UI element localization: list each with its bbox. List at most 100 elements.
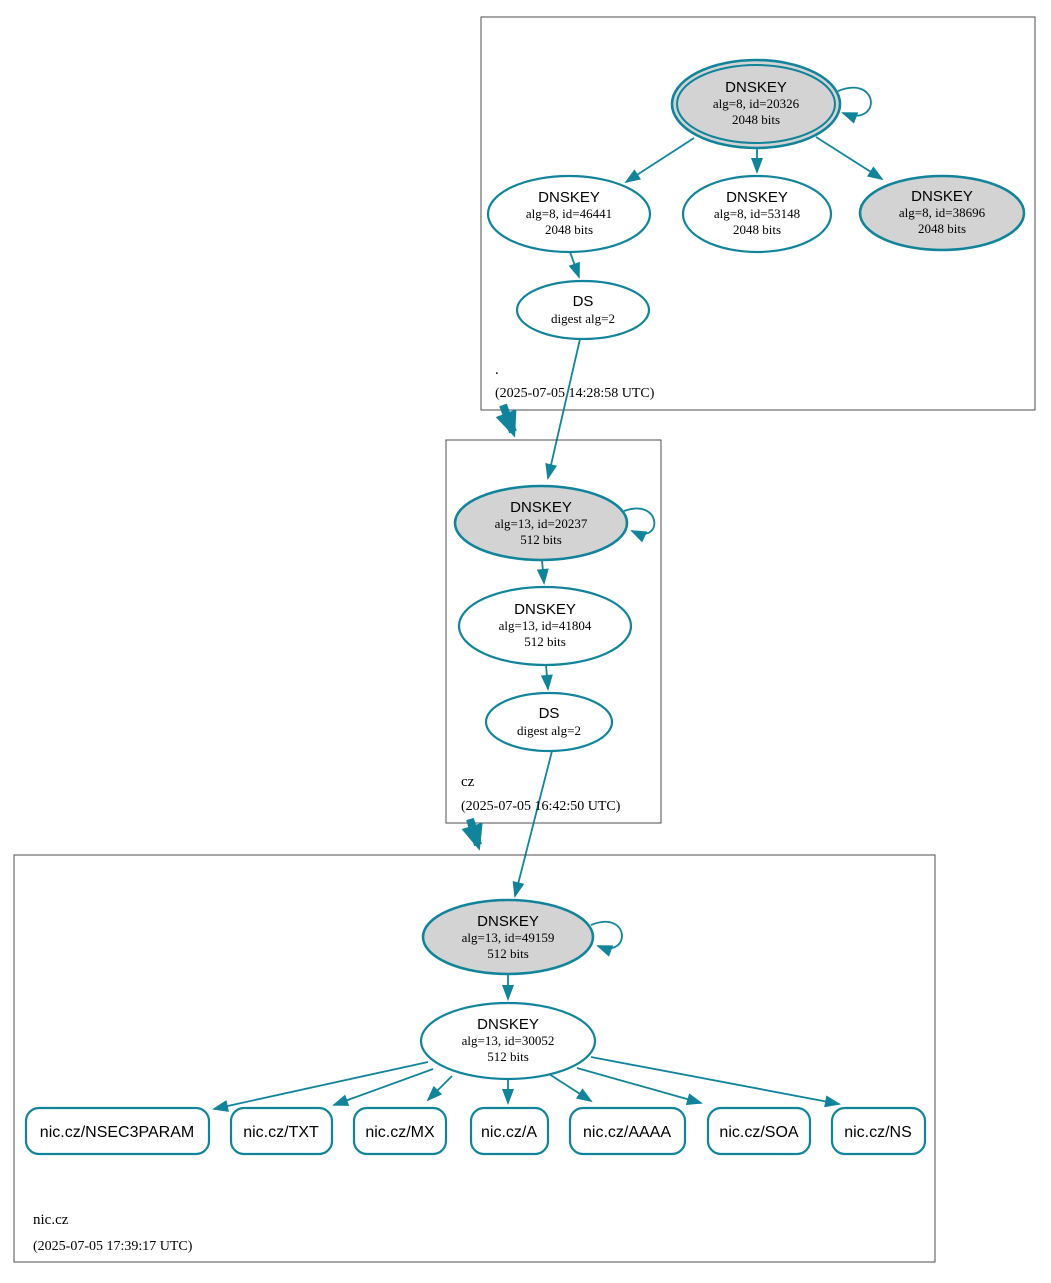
rrset-txt: nic.cz/TXT [229, 1106, 334, 1156]
rrset-a: nic.cz/A [469, 1106, 550, 1156]
edge-root-ksk-selfsign [837, 86, 872, 124]
node-alg-id: alg=8, id=53148 [714, 206, 800, 221]
node-alg-id: alg=8, id=46441 [526, 206, 612, 221]
rrset-nsec3param: nic.cz/NSEC3PARAM [24, 1106, 211, 1156]
rrset-mx: nic.cz/MX [352, 1106, 448, 1156]
node-alg-id: alg=13, id=49159 [462, 930, 555, 945]
edge-delegation-cz-to-nic [461, 817, 483, 851]
edge-root-ds-to-cz-ksk [545, 338, 581, 480]
edge-cz-ds-to-nic-ksk [512, 750, 553, 898]
root-dnskey-ksk-node: DNSKEY alg=8, id=20326 2048 bits [670, 58, 842, 150]
rrset-box [568, 1106, 687, 1156]
edge-cz-ksk-selfsign [623, 507, 656, 543]
node-alg-id: alg=13, id=30052 [462, 1033, 555, 1048]
node-title: DNSKEY [725, 79, 787, 96]
nic-dnskey-zsk-ellipse [419, 1001, 597, 1081]
zone-nic-cz: DNSKEY alg=13, id=49159 512 bits DNSKEY … [13, 854, 936, 1263]
zone-box-root [480, 16, 1036, 411]
node-digest: digest alg=2 [517, 723, 581, 738]
node-bits: 512 bits [487, 1049, 529, 1064]
root-dnskey-zsk2-node: DNSKEY alg=8, id=53148 2048 bits [681, 174, 833, 254]
node-title: DNSKEY [477, 1016, 539, 1033]
zone-timestamp: (2025-07-05 17:39:17 UTC) [33, 1239, 193, 1254]
node-bits: 2048 bits [918, 221, 966, 236]
rrset-soa: nic.cz/SOA [706, 1106, 812, 1156]
node-bits: 2048 bits [732, 112, 780, 127]
root-dnskey-standby-ksk-node: DNSKEY alg=8, id=38696 2048 bits [858, 174, 1026, 252]
rrset-box [352, 1106, 448, 1156]
edge-nic-zsk-to-soa [576, 1067, 703, 1105]
node-bits: 2048 bits [545, 222, 593, 237]
root-dnskey-zsk1-node: DNSKEY alg=8, id=46441 2048 bits [486, 174, 652, 254]
node-digest: digest alg=2 [551, 311, 615, 326]
rrset-box [469, 1106, 550, 1156]
rrset-label: nic.cz/NSEC3PARAM [40, 1124, 194, 1141]
rrset-box [24, 1106, 211, 1156]
root-ds-node: DS digest alg=2 [515, 279, 651, 341]
rrset-label: nic.cz/SOA [719, 1124, 798, 1141]
node-title: DNSKEY [477, 913, 539, 930]
edge-root-ksk-to-standby-ksk [815, 136, 884, 181]
edge-cz-ksk-to-zsk [536, 559, 549, 585]
cz-ds-ellipse [484, 691, 614, 753]
rrset-ns: nic.cz/NS [830, 1106, 927, 1156]
node-title: DS [573, 293, 594, 310]
node-bits: 512 bits [487, 946, 529, 961]
zone-label: . [495, 362, 499, 378]
rrset-aaaa: nic.cz/AAAA [568, 1106, 687, 1156]
zone-cz: DNSKEY alg=13, id=20237 512 bits DNSKEY … [445, 439, 662, 898]
root-dnskey-zsk1-ellipse [486, 174, 652, 254]
node-title: DNSKEY [911, 188, 973, 205]
node-alg-id: alg=13, id=41804 [499, 618, 592, 633]
edge-nic-zsk-to-mx [426, 1075, 453, 1102]
node-title: DS [539, 705, 560, 722]
zone-timestamp: (2025-07-05 14:28:58 UTC) [495, 386, 655, 401]
zone-box-cz [445, 439, 662, 824]
edge-nic-zsk-to-aaaa [548, 1073, 593, 1103]
cz-dnskey-zsk-node: DNSKEY alg=13, id=41804 512 bits [457, 585, 633, 667]
cz-dnskey-zsk-ellipse [457, 585, 633, 667]
rrset-label: nic.cz/AAAA [583, 1124, 671, 1141]
zone-label: cz [461, 774, 475, 790]
zone-timestamp: (2025-07-05 16:42:50 UTC) [461, 799, 621, 814]
zone-root: DNSKEY alg=8, id=20326 2048 bits DNSKEY … [480, 16, 1036, 480]
nic-dnskey-ksk-ellipse [421, 898, 595, 976]
zone-box-nic-cz [13, 854, 936, 1263]
node-alg-id: alg=8, id=38696 [899, 205, 986, 220]
root-ds-ellipse [515, 279, 651, 341]
cz-dnskey-ksk-node: DNSKEY alg=13, id=20237 512 bits [453, 484, 629, 562]
zone-label: nic.cz [33, 1212, 69, 1228]
rrset-box [706, 1106, 812, 1156]
root-dnskey-ksk-inner-ellipse [676, 64, 836, 144]
edge-delegation-root-to-cz [495, 403, 517, 438]
rrset-label: nic.cz/MX [365, 1124, 435, 1141]
node-bits: 512 bits [520, 532, 562, 547]
root-dnskey-ksk-outer-ellipse [670, 58, 842, 150]
rrset-label: nic.cz/TXT [243, 1124, 319, 1141]
edge-nic-zsk-to-ns [590, 1056, 841, 1108]
rrset-label: nic.cz/A [481, 1124, 537, 1141]
node-title: DNSKEY [726, 189, 788, 206]
cz-ds-node: DS digest alg=2 [484, 691, 614, 753]
node-alg-id: alg=8, id=20326 [713, 96, 800, 111]
edge-cz-zsk-to-ds [540, 664, 553, 691]
nic-dnskey-ksk-node: DNSKEY alg=13, id=49159 512 bits [421, 898, 595, 976]
node-alg-id: alg=13, id=20237 [495, 516, 588, 531]
cz-dnskey-ksk-ellipse [453, 484, 629, 562]
edge-root-zsk1-to-ds [568, 251, 580, 279]
edge-root-ksk-to-zsk1 [624, 137, 695, 184]
root-dnskey-zsk2-ellipse [681, 174, 833, 254]
edge-nic-ksk-selfsign [590, 921, 623, 957]
root-dnskey-standby-ksk-ellipse [858, 174, 1026, 252]
rrset-label: nic.cz/NS [844, 1124, 912, 1141]
node-title: DNSKEY [510, 499, 572, 516]
nic-dnskey-zsk-node: DNSKEY alg=13, id=30052 512 bits [419, 1001, 597, 1081]
edge-nic-zsk-to-txt [332, 1068, 434, 1106]
node-title: DNSKEY [538, 189, 600, 206]
edge-nic-zsk-to-nsec3param [212, 1061, 429, 1112]
node-bits: 2048 bits [733, 222, 781, 237]
rrset-box [229, 1106, 334, 1156]
node-bits: 512 bits [524, 634, 566, 649]
